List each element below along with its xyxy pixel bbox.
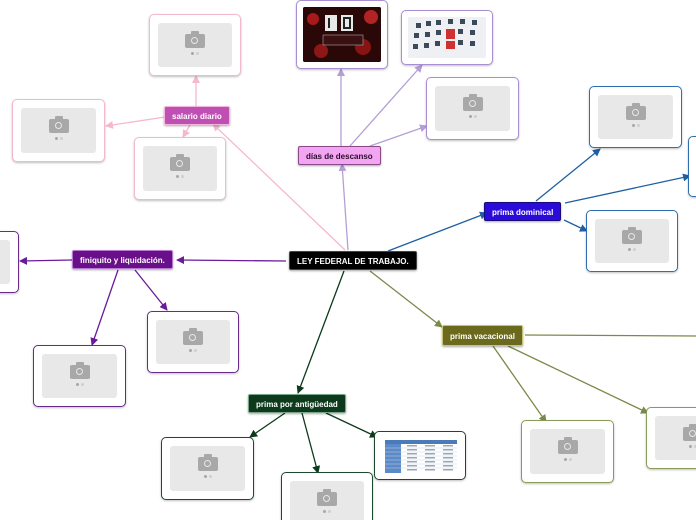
camera-icon: [170, 154, 190, 172]
image-card-calendar-photo[interactable]: [296, 0, 388, 69]
topic-prima-dominical[interactable]: prima dominical: [484, 202, 562, 221]
topic-prima-dominical-label: prima dominical: [492, 208, 554, 217]
image-card[interactable]: [589, 86, 682, 148]
image-card[interactable]: [426, 77, 519, 140]
camera-icon: [622, 226, 642, 244]
camera-icon: [48, 116, 69, 134]
pager-dots: [54, 137, 63, 141]
link-salario-bottom: [182, 124, 191, 138]
topic-dias-de-descanso-label: días de descanso: [306, 152, 373, 161]
calendar-photo: [408, 17, 486, 58]
pager-dots: [176, 175, 184, 179]
central-topic-label: LEY FEDERAL DE TRABAJO.: [297, 257, 409, 266]
table-photo: [381, 438, 459, 473]
image-card[interactable]: [646, 407, 696, 469]
link-central-antiguedad: [296, 270, 345, 394]
pager-dots: [75, 382, 84, 386]
link-vacacional-bottom: [492, 345, 547, 423]
link-descanso-photo2: [349, 64, 423, 147]
pager-dots: [323, 510, 331, 514]
camera-icon: [557, 437, 578, 455]
pager-dots: [203, 475, 212, 479]
topic-dias-de-descanso[interactable]: días de descanso: [298, 146, 381, 165]
link-antiguedad-right: [325, 412, 378, 438]
pager-dots: [631, 123, 640, 127]
calendar-photo-image: [303, 7, 381, 62]
camera-icon: [69, 361, 90, 379]
image-card[interactable]: [0, 231, 19, 293]
link-dominical-top: [535, 148, 601, 202]
topic-prima-antiguedad[interactable]: prima por antigüedad: [248, 394, 346, 413]
central-topic[interactable]: LEY FEDERAL DE TRABAJO.: [289, 251, 417, 270]
link-antiguedad-left: [249, 412, 286, 438]
image-card[interactable]: [521, 420, 614, 483]
link-dominical-right: [564, 173, 691, 204]
topic-prima-antiguedad-label: prima por antigüedad: [256, 400, 338, 409]
topic-prima-vacacional[interactable]: prima vacacional: [442, 325, 523, 346]
link-central-dominical: [387, 211, 488, 252]
link-central-salario: [212, 123, 346, 251]
topic-finiquito[interactable]: finiquito y liquidación.: [72, 250, 173, 269]
image-card[interactable]: [586, 210, 678, 272]
link-dominical-bottom: [563, 219, 588, 232]
link-finiquito-left: [19, 256, 73, 265]
pager-dots: [191, 51, 199, 55]
image-card[interactable]: [688, 136, 696, 197]
topic-prima-vacacional-label: prima vacacional: [450, 332, 515, 341]
link-finiquito-bottom: [90, 269, 119, 346]
camera-icon: [625, 102, 646, 120]
camera-icon: [183, 327, 203, 345]
image-card-table-photo[interactable]: [374, 431, 466, 480]
link-descanso-card: [369, 124, 428, 147]
calendar-photo: [303, 7, 381, 62]
camera-icon: [462, 94, 483, 112]
camera-icon: [197, 454, 218, 472]
image-card-calendar-photo[interactable]: [401, 10, 493, 65]
image-card[interactable]: [281, 472, 373, 520]
link-central-finiquito: [176, 256, 287, 265]
image-card[interactable]: [149, 14, 241, 76]
pager-dots: [688, 444, 696, 448]
image-card[interactable]: [161, 437, 254, 500]
camera-icon: [185, 30, 205, 48]
image-card[interactable]: [147, 311, 239, 373]
camera-icon: [682, 423, 696, 441]
camera-icon: [317, 489, 337, 507]
pager-dots: [468, 115, 477, 119]
link-vacacional-right: [524, 334, 696, 337]
table-image: [381, 438, 459, 473]
calendar-grid-image: [408, 17, 486, 58]
link-salario-left: [105, 116, 166, 129]
pager-dots: [189, 348, 197, 352]
topic-salario-diario[interactable]: salario diario: [164, 106, 230, 125]
link-finiquito-right: [134, 269, 168, 311]
link-central-vacacional: [369, 270, 443, 328]
link-central-descanso: [338, 163, 349, 251]
pager-dots: [563, 458, 572, 462]
pager-dots: [628, 247, 636, 251]
topic-salario-diario-label: salario diario: [172, 112, 222, 121]
link-vacacional-right2: [507, 345, 649, 414]
link-antiguedad-bottom: [301, 412, 321, 474]
image-card[interactable]: [134, 137, 226, 200]
image-card[interactable]: [12, 99, 105, 162]
topic-finiquito-label: finiquito y liquidación.: [80, 256, 165, 265]
image-card[interactable]: [33, 345, 126, 407]
